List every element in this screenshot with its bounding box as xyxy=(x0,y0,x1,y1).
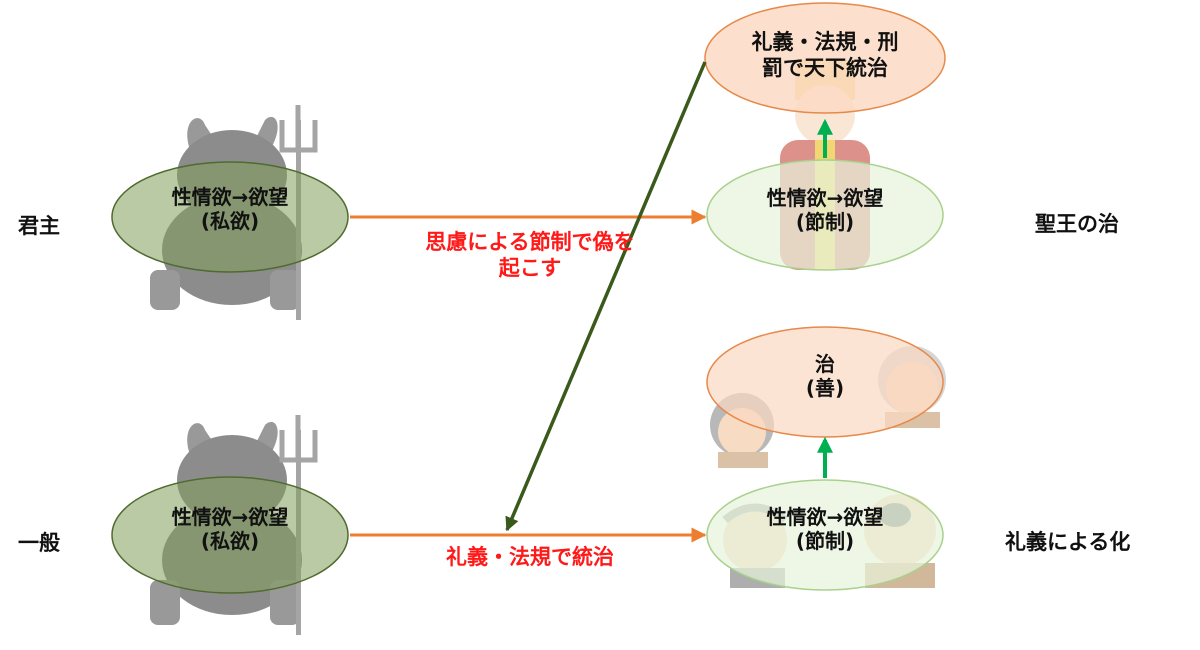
right-bottom-upper-line1: 治 xyxy=(815,352,835,376)
outcome-transformation: 礼義による化 xyxy=(1005,530,1131,554)
arrow-diagonal xyxy=(505,61,707,532)
caption-bottom-arrow: 礼義・法規で統治 xyxy=(390,545,670,571)
right-bottom-upper-line2: (善) xyxy=(805,376,845,401)
row-label-ruler: 君主 xyxy=(18,214,60,238)
right-bottom-lower-line2: (節制) xyxy=(795,529,855,554)
ellipse-right-top-upper xyxy=(704,2,946,114)
left-bottom-line1: 性情欲→欲望 xyxy=(171,505,289,529)
left-top-line2: (私欲) xyxy=(200,209,260,234)
outcome-sage-king: 聖王の治 xyxy=(1035,212,1119,236)
right-top-lower-line2: (節制) xyxy=(795,210,855,235)
ellipse-left-top xyxy=(111,161,349,273)
ellipse-right-bottom-lower xyxy=(706,479,944,591)
left-bottom-line2: (私欲) xyxy=(200,529,260,554)
right-bottom-lower-text: 性情欲→欲望 (節制) xyxy=(725,505,925,554)
caption-top-arrow: 思慮による節制で偽を 起こす xyxy=(380,230,680,281)
left-top-text: 性情欲→欲望 (私欲) xyxy=(130,185,330,234)
left-top-line1: 性情欲→欲望 xyxy=(171,185,289,209)
right-top-lower-text: 性情欲→欲望 (節制) xyxy=(725,186,925,235)
ellipse-left-bottom xyxy=(111,476,349,594)
caption-top-line2: 起こす xyxy=(498,255,562,280)
caption-top-line1: 思慮による節制で偽を xyxy=(425,230,635,254)
left-bottom-text: 性情欲→欲望 (私欲) xyxy=(130,505,330,554)
right-top-upper-line1: 礼義・法規・刑 xyxy=(751,30,899,54)
right-top-upper-line2: 罰で天下統治 xyxy=(762,55,888,80)
right-top-lower-line1: 性情欲→欲望 xyxy=(766,186,884,210)
caption-bottom-line1: 礼義・法規で統治 xyxy=(446,545,614,569)
row-label-general: 一般 xyxy=(18,531,60,555)
right-bottom-upper-text: 治 (善) xyxy=(725,352,925,401)
right-bottom-lower-line1: 性情欲→欲望 xyxy=(766,505,884,529)
ellipse-right-top-lower xyxy=(706,159,944,271)
right-top-upper-text: 礼義・法規・刑 罰で天下統治 xyxy=(715,30,935,81)
